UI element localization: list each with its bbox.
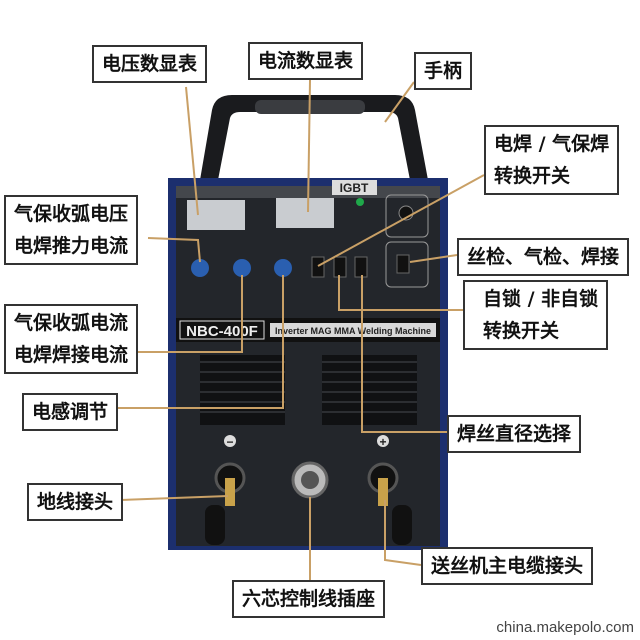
label-line: 转换开关 [483,320,560,342]
label-line: 电焊推力电流 [14,235,129,257]
leader-line [110,275,284,409]
leader-line [338,275,463,311]
label-lock-switch: 自锁 / 非自锁转换开关 [463,280,609,350]
label-crater-voltage: 气保收弧电压电焊推力电流 [4,195,139,265]
leader-line [409,254,458,263]
label-voltage-display: 电压数显表 [92,45,208,83]
label-handle: 手柄 [414,52,473,90]
label-ground: 地线接头 [27,483,124,521]
igbt-badge [332,180,377,195]
leader-line [361,275,447,433]
gas-panel [385,194,429,238]
label-line: 自锁 / 非自锁 [483,288,599,310]
minus-sign: − [226,435,233,449]
label-check-switch: 丝检、气检、焊接 [457,238,630,276]
current-display [276,198,334,228]
label-inductance: 电感调节 [22,393,119,431]
label-line: 气保收弧电压 [14,203,129,225]
label-line: 气保收弧电流 [14,312,129,334]
check-panel [385,241,429,288]
leader-line [384,500,422,566]
label-control-socket: 六芯控制线插座 [232,580,386,618]
label-feeder-cable: 送丝机主电缆接头 [421,547,594,585]
crater-voltage-knob [191,259,209,277]
vents [200,355,417,425]
leader-line [137,275,243,353]
inductance-knob [274,259,292,277]
check-switch [396,254,410,274]
label-line: 电焊 / 气保焊 [494,133,610,155]
voltage-display [187,200,245,230]
power-led [356,198,364,206]
mode-switch [311,256,325,278]
wire-diameter-switch [354,256,368,278]
wheel-left [205,505,225,545]
label-line: 转换开关 [494,165,571,187]
subtitle-text: Inverter MAG MMA Welding Machine [275,326,431,336]
crater-current-knob [233,259,251,277]
label-mode-switch: 电焊 / 气保焊转换开关 [484,125,620,195]
leader-line [119,495,229,501]
leader-line [147,237,201,263]
wheel-right [392,505,412,545]
plus-sign: + [379,435,386,449]
igbt-text: IGBT [340,181,369,195]
leader-line [185,86,199,216]
label-wire-diameter: 焊丝直径选择 [447,415,582,453]
label-crater-current: 气保收弧电流电焊焊接电流 [4,304,139,374]
leader-line [307,79,311,213]
lock-switch [333,256,347,278]
label-current-display: 电流数显表 [248,42,364,80]
leader-line [384,81,415,123]
label-line: 电焊焊接电流 [14,344,129,366]
leader-line [317,174,485,267]
model-text: NBC-400F [186,323,258,340]
watermark: china.makepolo.com [496,619,634,636]
